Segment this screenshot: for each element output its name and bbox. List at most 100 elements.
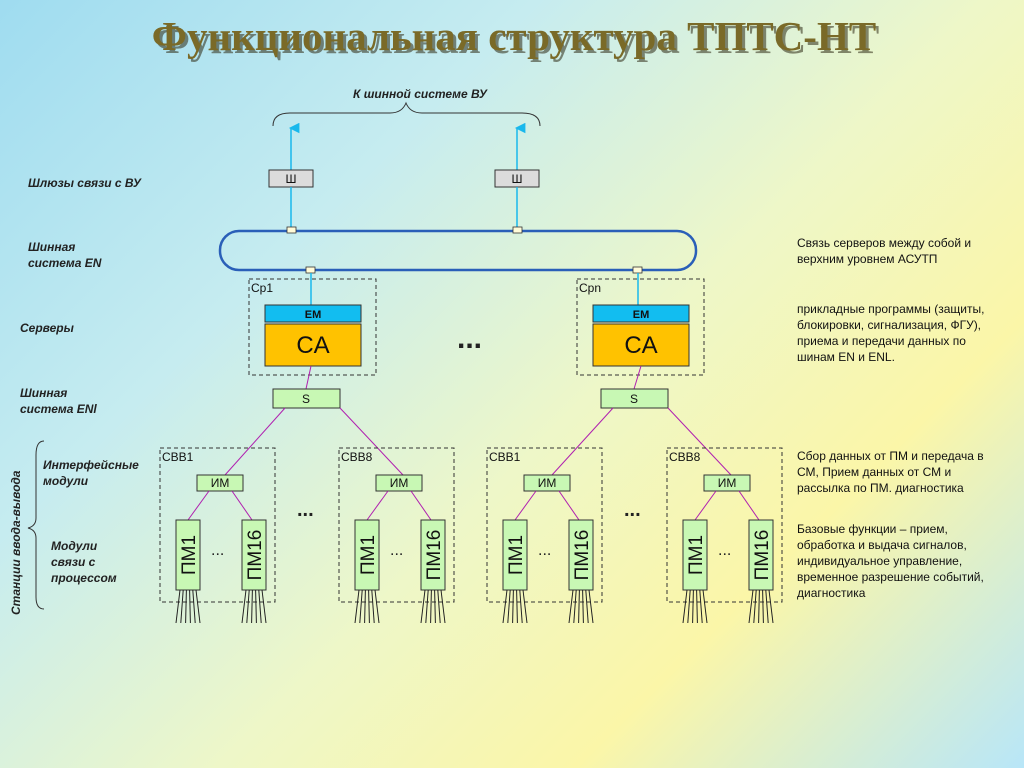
label-servers: Серверы: [20, 321, 75, 335]
label-gateways: Шлюзы связи с ВУ: [28, 176, 142, 190]
process-wire: [364, 589, 366, 624]
server-name: Срn: [579, 281, 601, 295]
process-wire: [762, 589, 764, 624]
pm-last-box: [568, 519, 594, 591]
process-wire: [434, 589, 436, 624]
pm-last-box: [748, 519, 774, 591]
description-d2-line: блокировки, сигнализация, ФГУ),: [797, 318, 981, 332]
description-d4-line: индивидуальное управление,: [797, 554, 962, 568]
label-modules: процессом: [51, 571, 117, 585]
pm-link: [187, 490, 210, 521]
ca-label: CA: [624, 332, 657, 359]
ring-port: [512, 226, 523, 234]
pm-ellipsis: ...: [390, 542, 403, 559]
description-d3-line: рассылка по ПМ. диагностика: [797, 481, 964, 495]
process-wire: [371, 589, 375, 624]
pm-last-label: ПМ16: [424, 530, 445, 581]
pm-link: [410, 490, 432, 521]
stations-brace: [27, 440, 45, 610]
switch-link: [305, 365, 312, 390]
station-ellipsis: ...: [624, 499, 641, 521]
process-wire: [692, 589, 694, 624]
im-label: ИМ: [211, 476, 230, 490]
svg-text:Ш: Ш: [512, 172, 523, 186]
process-wire: [437, 589, 441, 624]
im-label: ИМ: [390, 476, 409, 490]
im-box: [523, 474, 571, 492]
station-name: СВВ1: [162, 450, 194, 464]
pm-last-label: ПМ16: [572, 530, 593, 581]
process-wire: [765, 589, 769, 624]
process-wire: [420, 589, 426, 624]
label-bus-en: система EN: [28, 256, 102, 270]
server-1: Ср1 EM CA: [248, 278, 377, 376]
label-interface: Интерфейсные: [43, 458, 139, 472]
gateway-right: Ш: [494, 169, 540, 188]
pm-last-box: [420, 519, 446, 591]
label-stations-vertical: Станции ввода-вывода: [9, 470, 23, 615]
station-link: [339, 407, 404, 476]
process-wire: [702, 589, 708, 624]
process-wire: [687, 589, 691, 624]
process-wire: [758, 589, 760, 624]
process-wire: [189, 589, 191, 624]
description-d4-line: диагностика: [797, 586, 866, 600]
process-wire: [582, 589, 584, 624]
process-wire: [255, 589, 257, 624]
process-wire: [696, 589, 698, 624]
pm-last-label: ПМ16: [245, 530, 266, 581]
pm-first-label: ПМ1: [358, 535, 379, 575]
station-link: [551, 407, 614, 476]
description-d3-line: Сбор данных от ПМ и передача в: [797, 449, 984, 463]
description-d2-line: приема и передачи данных по: [797, 334, 966, 348]
description-d1-line: верхним уровнем АСУТП: [797, 252, 937, 266]
process-wire: [258, 589, 262, 624]
station-link: [224, 407, 286, 476]
pm-first-box: [175, 519, 201, 591]
process-wire: [246, 589, 250, 624]
pm-link: [738, 490, 760, 521]
process-wire: [185, 589, 187, 624]
ring-port: [632, 266, 643, 274]
process-wire: [522, 589, 528, 624]
process-wire: [440, 589, 446, 624]
process-wire: [748, 589, 754, 624]
label-bus-enl: Шинная: [20, 386, 67, 400]
server-ellipsis: ...: [457, 322, 482, 355]
im-box: [196, 474, 244, 492]
switch-link: [633, 365, 642, 390]
process-wire: [507, 589, 511, 624]
process-wire: [251, 589, 253, 624]
im-label: ИМ: [538, 476, 557, 490]
process-wire: [573, 589, 577, 624]
description-d3-line: СМ, Прием данных от СМ и: [797, 465, 951, 479]
description-d2-line: шинам EN и ENL.: [797, 350, 895, 364]
station-name: СВВ8: [669, 450, 701, 464]
ring-port: [286, 226, 297, 234]
descriptions: Связь серверов между собой и верхним уров…: [797, 236, 984, 600]
pm-ellipsis: ...: [538, 542, 551, 559]
pm-first-box: [354, 519, 380, 591]
description-d4-line: временное разрешение событий,: [797, 570, 984, 584]
process-wire: [180, 589, 184, 624]
process-wire: [195, 589, 201, 624]
top-label: К шинной системе ВУ: [353, 87, 488, 101]
gateway-left: Ш: [268, 169, 314, 188]
pm-ellipsis: ...: [718, 542, 731, 559]
process-wire: [425, 589, 429, 624]
process-wire: [768, 589, 774, 624]
pm-first-box: [502, 519, 528, 591]
description-d1-line: Связь серверов между собой и: [797, 236, 971, 250]
process-wire: [368, 589, 370, 624]
process-wire: [568, 589, 574, 624]
station-ellipsis: ...: [297, 499, 314, 521]
pm-ellipsis: ...: [211, 542, 224, 559]
switch-1: S: [272, 388, 341, 409]
station-name: СВВ8: [341, 450, 373, 464]
station-name: СВВ1: [489, 450, 521, 464]
